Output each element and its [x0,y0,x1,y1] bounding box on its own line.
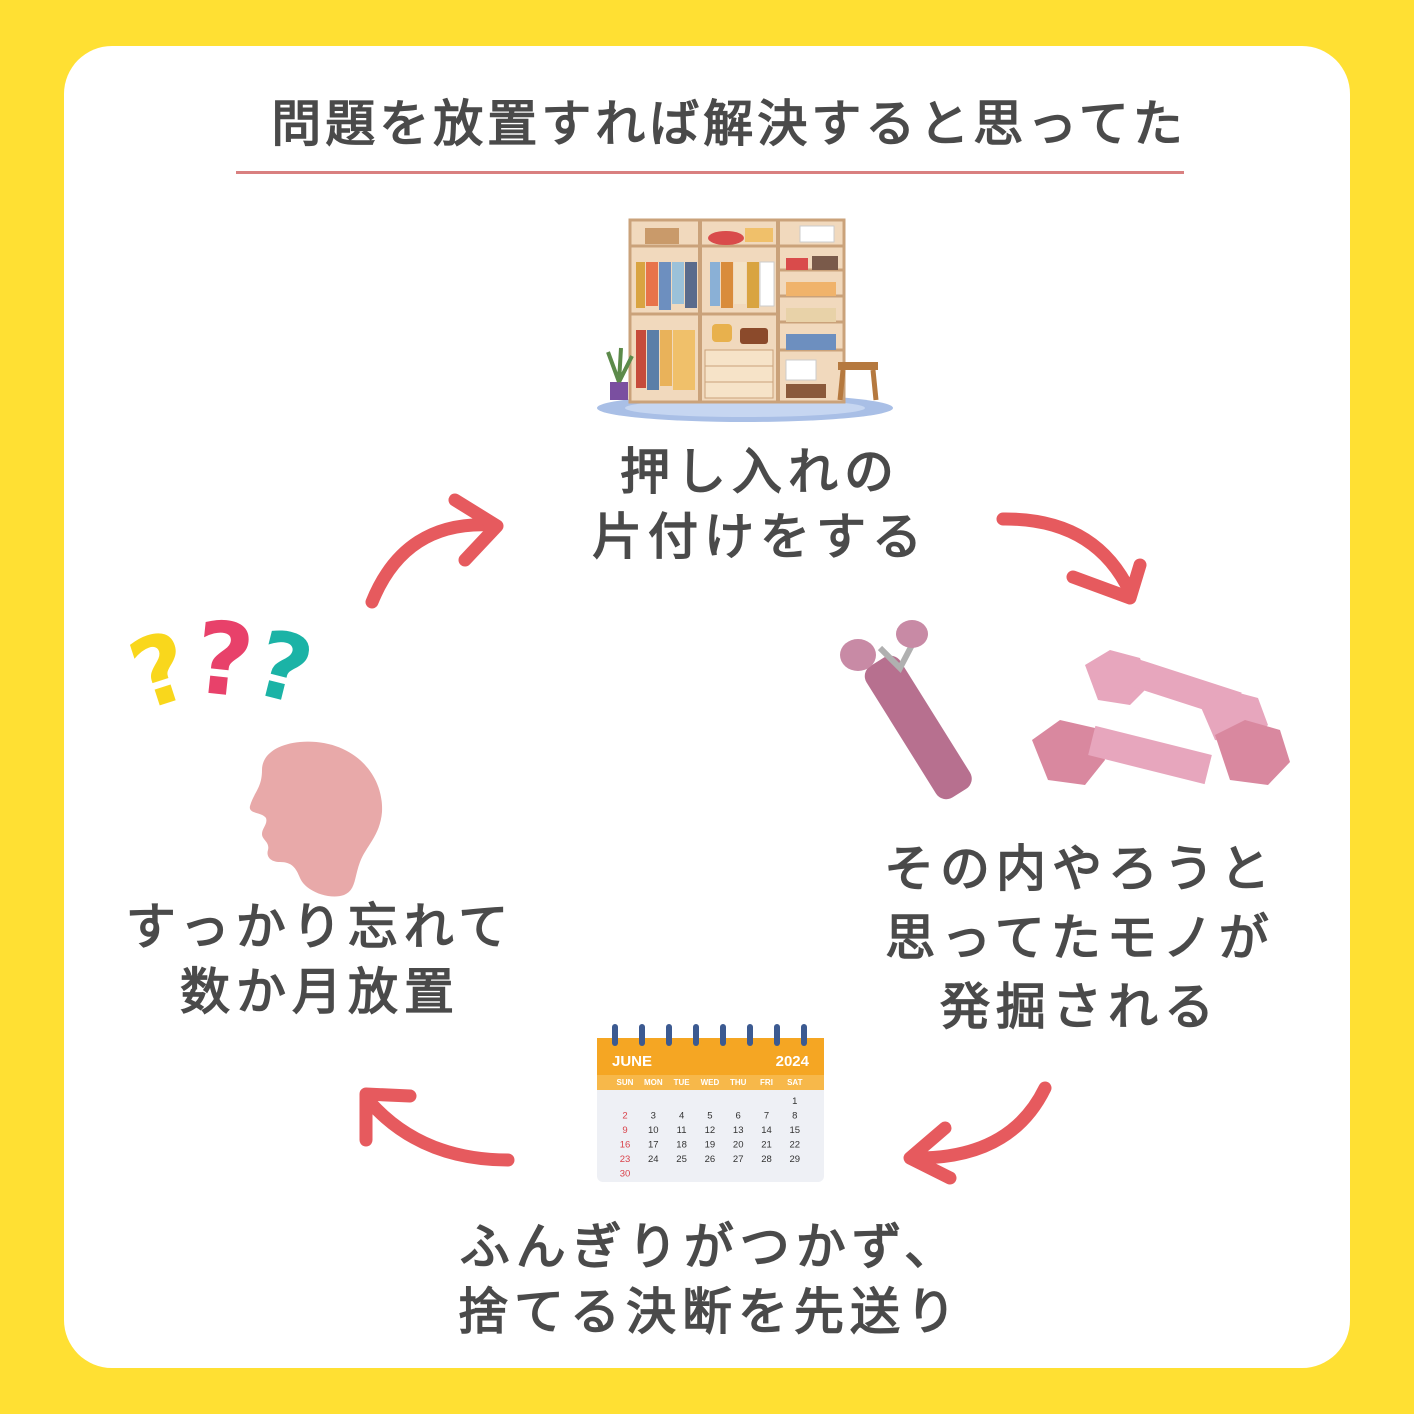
step-top-line1: 押し入れの [620,443,900,501]
step-label-bottom: ふんぎりがつかず、 捨てる決断を先送り [360,1215,1060,1345]
calendar-day: 24 [648,1154,659,1165]
step-right-line3: 発掘される [940,978,1220,1036]
step-bottom-line2: 捨てる決断を先送り [458,1283,962,1341]
calendar-day: 7 [764,1111,769,1122]
calendar-weekday: SUN [617,1078,634,1087]
arrow-right-to-bottom-head [903,1121,957,1185]
calendar-day: 15 [790,1125,801,1136]
calendar-day: 19 [705,1140,716,1151]
step-label-left: すっかり忘れて 数か月放置 [60,895,580,1025]
calendar-day: 30 [620,1169,631,1180]
calendar-day: 10 [648,1125,659,1136]
question-mark-pink: ? [189,599,259,721]
arrow-bottom-to-left-head [359,1087,417,1147]
title-divider [236,171,1184,174]
calendar-day: 4 [679,1111,684,1122]
calendar-day: 1 [792,1096,797,1107]
calendar-day: 26 [705,1154,716,1165]
calendar-day: 29 [790,1154,801,1165]
calendar-day: 23 [620,1154,631,1165]
step-label-top: 押し入れの 片付けをする [500,440,1020,570]
calendar-day: 28 [761,1154,772,1165]
step-right-line1: その内やろうと [884,840,1276,898]
calendar-weekday: WED [701,1078,720,1087]
calendar-weekday: SAT [787,1078,803,1087]
step-right-line2: 思ってたモノが [885,909,1275,967]
head-silhouette [249,741,383,897]
calendar-day: 2 [622,1111,627,1122]
calendar-day: 14 [761,1125,772,1136]
calendar-day: 27 [733,1154,744,1165]
arrow-bottom-to-left [361,1093,515,1167]
calendar-day: 12 [705,1125,716,1136]
arrow-top-to-right-head [1066,558,1147,605]
calendar-year: 2024 [776,1053,810,1070]
step-left-line2: 数か月放置 [180,963,460,1021]
calendar-day: 16 [620,1140,631,1151]
calendar-day: 11 [677,1125,687,1136]
calendar-day: 21 [761,1140,772,1151]
calendar-day: 18 [676,1140,687,1151]
calendar-weekday: FRI [760,1078,773,1087]
calendar-day: 8 [792,1111,797,1122]
arrow-left-to-top [365,518,499,609]
arrow-left-to-top-head [448,493,504,567]
calendar-day: 20 [733,1140,744,1151]
arrow-right-to-bottom [905,1081,1052,1165]
calendar-day: 22 [790,1140,801,1151]
step-top-line2: 片付けをする [592,508,928,566]
calendar-day: 6 [736,1111,741,1122]
calendar-weekday: TUE [674,1078,691,1087]
calendar-day: 13 [733,1125,744,1136]
calendar-weekday: THU [730,1078,747,1087]
calendar-day: 5 [707,1111,712,1122]
calendar-day: 25 [676,1154,687,1165]
calendar-month: JUNE [612,1053,652,1070]
arrow-top-to-right [996,512,1137,599]
calendar-weekday: MON [644,1078,663,1087]
page-title: 問題を放置すれば解決すると思ってた [271,95,1187,153]
calendar-day: 3 [651,1111,656,1122]
step-left-line1: すっかり忘れて [125,898,515,956]
step-bottom-line1: ふんぎりがつかず、 [459,1218,961,1276]
calendar-day: 17 [648,1140,659,1151]
step-label-right: その内やろうと 思ってたモノが 発掘される [820,835,1340,1042]
calendar-day: 9 [622,1125,627,1136]
